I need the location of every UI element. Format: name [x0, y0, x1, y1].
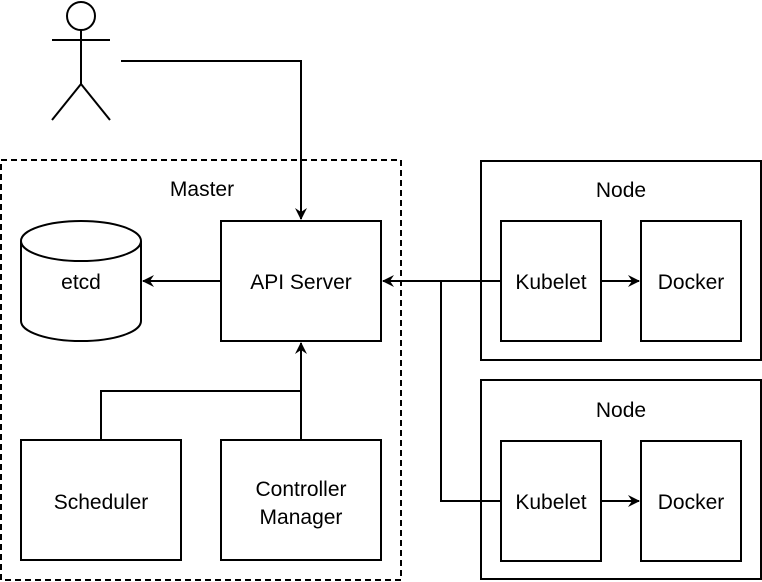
etcd-label: etcd — [61, 271, 101, 294]
node-1-docker-box — [640, 220, 742, 342]
edge-user-to-api-server — [121, 60, 307, 220]
scheduler-box: Scheduler — [20, 439, 182, 561]
controller-manager-label-line1: Controller — [255, 478, 346, 501]
node-1-label: Node — [596, 179, 646, 202]
node-1: Node Kubelet Docker — [480, 160, 762, 361]
node-1-kubelet-label: Kubelet — [515, 271, 586, 294]
master-boundary — [0, 159, 402, 581]
node-2-label: Node — [596, 399, 646, 422]
node-2-docker-box — [640, 440, 742, 562]
edge-kubelet-2-to-api-server — [440, 281, 501, 502]
node-2-kubelet-label: Kubelet — [515, 491, 586, 514]
node-1-docker-label: Docker — [658, 271, 725, 294]
controller-manager-label-line2: Manager — [260, 506, 343, 529]
controller-manager-box: Controller Manager — [220, 439, 382, 561]
database-cylinder-icon — [20, 241, 142, 342]
node-2-kubelet-box — [500, 440, 602, 562]
node-2-docker-label: Docker — [658, 491, 725, 514]
api-server-box: API Server — [220, 220, 382, 342]
api-server-label: API Server — [250, 271, 352, 294]
etcd-database: etcd — [20, 220, 142, 342]
node-2: Node Kubelet Docker — [480, 379, 762, 580]
master-label: Master — [170, 178, 234, 201]
scheduler-label: Scheduler — [54, 491, 149, 514]
edge-scheduler-to-api-server — [100, 390, 301, 440]
user-actor-icon — [51, 1, 111, 121]
node-1-kubelet-box — [500, 220, 602, 342]
